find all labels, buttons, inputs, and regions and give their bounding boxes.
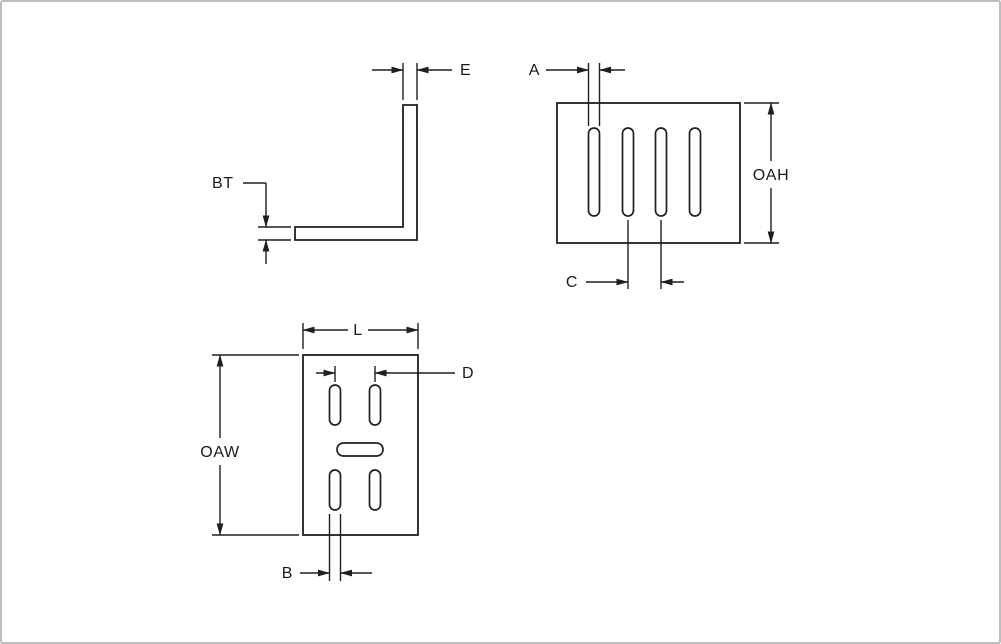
dim-oaw-label: OAW bbox=[200, 444, 240, 461]
base-slot-top-right bbox=[368, 384, 382, 426]
dim-oaw: OAW bbox=[200, 354, 299, 536]
dim-c-label: C bbox=[566, 274, 578, 291]
face-slot-3 bbox=[654, 127, 668, 217]
dim-e-extension-lines bbox=[402, 63, 418, 100]
dim-c: C bbox=[566, 220, 684, 291]
dim-bt-extension-lines bbox=[258, 226, 291, 241]
dim-d-label: D bbox=[462, 365, 474, 382]
dim-e-label: E bbox=[460, 62, 471, 79]
base-slot-bottom-right bbox=[368, 469, 382, 511]
dim-l-label: L bbox=[353, 322, 363, 339]
angle-profile-outline bbox=[294, 104, 418, 241]
slotted-face-view: A OAH C bbox=[529, 62, 789, 291]
face-slot-1 bbox=[587, 127, 601, 217]
base-slot-bottom-left bbox=[328, 469, 342, 511]
dim-oah: OAH bbox=[744, 102, 789, 244]
base-view: L D OAW B bbox=[200, 322, 474, 582]
base-slot-top-left bbox=[328, 384, 342, 426]
dim-bt-label: BT bbox=[212, 175, 234, 192]
dim-oaw-extension-lines bbox=[212, 354, 299, 536]
dim-a-label: A bbox=[529, 62, 540, 79]
face-outline bbox=[556, 102, 741, 244]
face-slot-2 bbox=[621, 127, 635, 217]
dim-a-extension-lines bbox=[587, 63, 601, 126]
dim-b: B bbox=[282, 514, 372, 582]
base-slot-center-horizontal bbox=[336, 442, 384, 457]
dim-d: D bbox=[316, 365, 474, 382]
dim-bt: BT bbox=[212, 175, 291, 264]
dim-oah-label: OAH bbox=[753, 167, 789, 184]
face-slot-4 bbox=[688, 127, 702, 217]
dim-b-label: B bbox=[282, 565, 293, 582]
dim-c-extension-lines bbox=[627, 220, 662, 289]
dim-l: L bbox=[302, 322, 419, 349]
dim-e: E bbox=[372, 62, 471, 100]
side-view: E BT bbox=[212, 62, 471, 264]
dim-a: A bbox=[529, 62, 625, 126]
